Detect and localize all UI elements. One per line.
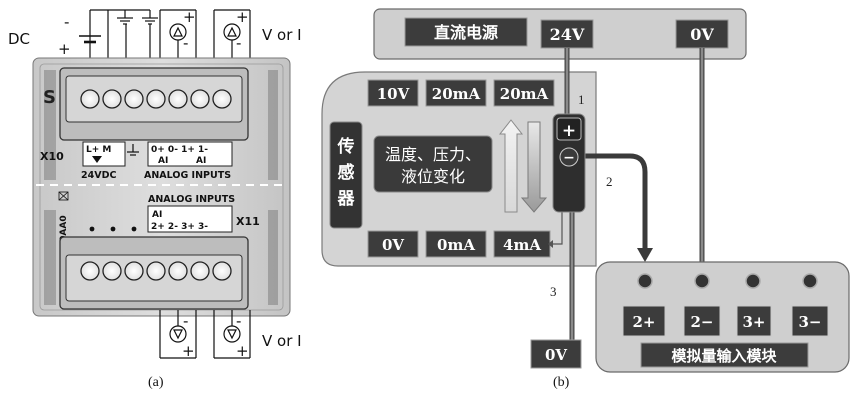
caption-a: (a) [148,375,164,390]
range-10v: 10V [377,85,410,103]
v-or-i-top: V or I [262,26,302,44]
change-line-1: 温度、压力、 [385,145,481,164]
ground-icon [127,144,139,156]
ai-bottom-ai: AI [152,210,162,220]
plus-sign-ch1: + [236,8,249,26]
sensor-label-box [329,121,363,229]
bottom-wiring [159,310,251,359]
power-supply-label: 直流电源 [434,23,498,42]
minus-sign-ch3: - [236,312,241,330]
range-0ma: 0mA [437,236,475,254]
module-sockets [637,273,818,289]
minus-sign-ch0: - [183,34,188,52]
ai-top-ai-2: AI [196,156,206,166]
input-2-plus: 2+ [632,313,655,331]
ai-top-ai: AI [158,156,168,166]
bottom-screws [80,261,232,281]
dots [89,226,137,232]
panel-b: 直流电源 24V 0V 10V 20mA 20mA 传 感 器 温度、压力、 液… [321,8,850,390]
range-20ma-a: 20mA [432,85,481,103]
range-4ma: 4mA [503,236,541,254]
ai-bottom-channels: 2+ 2- 3+ 3- [151,222,208,232]
input-3-minus: 3− [798,313,821,331]
arrow-up-icon [498,119,524,213]
s-mark: S [43,87,56,108]
terminal-0v-top [675,19,729,49]
analog-inputs-top: ANALOG INPUTS [144,170,231,181]
wire-3-label: 3 [550,284,557,299]
terminal-0v-top-label: 0V [690,25,714,44]
range-0v: 0V [382,236,404,254]
module-label: 模拟量输入模块 [671,347,777,365]
panel-a: DC - + + - + - V or I S L+ M [8,8,302,390]
ground-arrow-icon [92,156,102,163]
plus-sign: + [58,40,71,58]
minus-sign-ch2: - [183,312,188,330]
sensor-char-1: 传 [337,136,355,157]
terminal-0v-bottom-label: 0V [545,346,567,364]
minus-sign-ch1: - [236,34,241,52]
sensor-char-3: 器 [337,189,356,209]
top-screws [80,89,232,109]
sensor-char-2: 感 [338,162,355,183]
terminal-0v-bottom [530,339,582,369]
wire-1-label: 1 [578,92,585,107]
caption-b: (b) [553,375,570,390]
wires [564,48,705,340]
dc-label: DC [8,30,30,48]
ai-top-channels: 0+ 0- 1+ 1- [151,145,208,155]
range-20ma-b: 20mA [500,85,549,103]
v-or-i-bottom: V or I [262,332,302,350]
wire-2-label: 2 [606,174,613,189]
terminal-24v-label: 24V [550,25,585,44]
vdc-label: 24VDC [81,170,116,181]
input-2-minus: 2− [690,313,713,331]
x10-label: X10 [40,150,64,163]
plus-sign-ch3: + [236,342,249,360]
change-line-2: 液位变化 [401,167,465,186]
power-label: L+ M [86,145,111,155]
minus-sign: - [64,13,69,31]
input-3-plus: 3+ [742,313,765,331]
arrow-down-icon [520,121,548,213]
x11-label: X11 [236,215,260,228]
plus-sign-ch0: + [183,8,196,26]
minus-terminal: − [563,150,575,166]
plus-sign-ch2: + [182,342,195,360]
top-wiring [79,9,251,62]
analog-inputs-bottom: ANALOG INPUTS [148,194,235,205]
plus-terminal: + [562,121,576,141]
change-box [373,135,493,193]
